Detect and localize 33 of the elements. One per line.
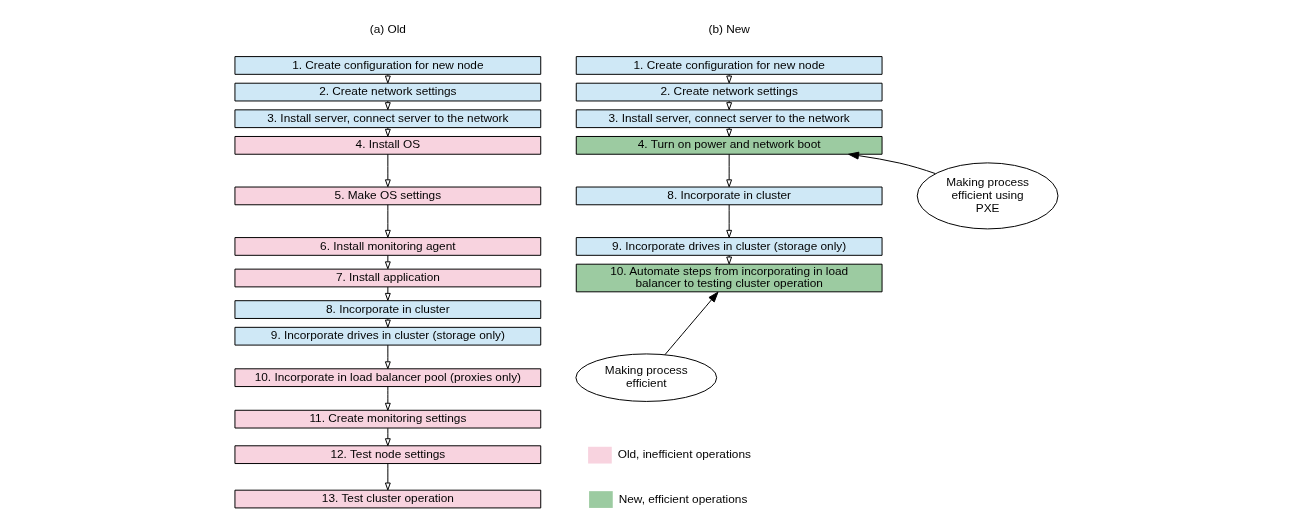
node-box: 4. Install OS [234,136,542,155]
label: (b) New [708,22,750,37]
node-box: 4. Turn on power and network boot [575,136,883,155]
node-box: 10. Incorporate in load balancer pool (proxies only) [234,368,542,388]
arrow [848,151,936,175]
arrow [384,463,391,491]
arrow [384,153,391,188]
arrow [384,344,391,370]
node-box: 9. Incorporate drives in cluster (storage only) [234,326,542,346]
node-box: 8. Incorporate in cluster [575,186,883,206]
arrow [384,100,391,111]
arrow [664,291,719,356]
arrow [726,100,733,111]
node-box: 13. Test cluster operation [234,489,542,509]
node-ellipse: Making process efficient [575,353,718,402]
arrow [384,204,391,238]
arrow [384,386,391,411]
legend-label: Old, inefficient operations [617,447,751,462]
arrow [726,127,733,137]
arrow [384,127,391,137]
arrow [726,204,733,238]
node-box: 12. Test node settings [234,445,542,465]
label: (a) Old [369,22,406,37]
legend-label: New, efficient operations [618,491,748,506]
node-box: 7. Install application [234,268,542,288]
arrow [384,427,391,447]
arrow [384,286,391,301]
node-box: 5. Make OS settings [234,186,542,206]
node-box: 6. Install monitoring agent [234,237,542,256]
arrow [726,153,733,188]
node-ellipse: Making process efficient using PXE [916,162,1059,230]
node-box: 10. Automate steps from incorporating in load balancer to testing cluster operation [575,263,883,293]
node-box: 11. Create monitoring settings [234,409,542,429]
